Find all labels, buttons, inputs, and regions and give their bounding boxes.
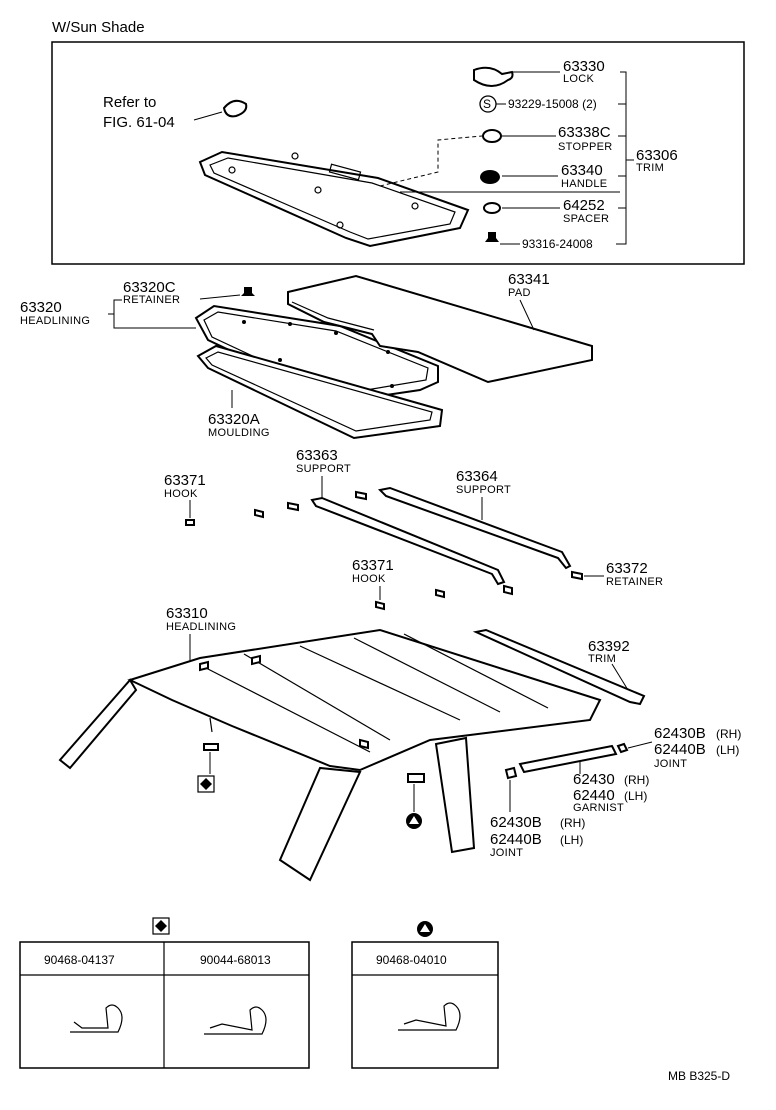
part-62440-name: GARNIST <box>573 802 624 814</box>
part-63340-name: HANDLE <box>561 178 607 190</box>
refer-line2: FIG. 61-04 <box>103 114 175 131</box>
table-diamond-marker-icon <box>155 920 167 932</box>
sunshade-title: W/Sun Shade <box>52 19 145 36</box>
table-triangle-marker-icon <box>420 924 430 932</box>
screw-symbol-letter: S <box>483 97 491 111</box>
part-62430-side: (RH) <box>624 773 649 787</box>
diamond-marker-icon <box>200 778 212 790</box>
part-63320C-number: 63320C <box>123 279 176 296</box>
triangle-marker-icon <box>409 816 419 824</box>
clip-triangle-part-icon <box>407 773 425 783</box>
pad-icon <box>287 274 593 384</box>
hook-a3-icon <box>287 501 299 512</box>
sunshade-knob-icon <box>222 99 248 118</box>
part-63392-name: TRIM <box>588 653 616 665</box>
support-63364-icon <box>377 486 572 570</box>
hook-b1-icon <box>375 600 385 611</box>
part-63330-number: 63330 <box>563 58 605 75</box>
part-93229-number: 93229-15008 (2) <box>508 97 597 111</box>
part-63320A-name: MOULDING <box>208 427 270 439</box>
part-62440B-bot-number: 62440B <box>490 831 542 848</box>
retainer-63372-icon <box>571 570 583 581</box>
part-63363-number: 63363 <box>296 447 338 464</box>
lock-icon <box>473 66 514 87</box>
refer-leader <box>193 111 223 121</box>
main-headlining-icon <box>58 628 602 882</box>
spacer-icon <box>483 202 501 214</box>
clip-90468-04010-icon <box>398 1002 461 1031</box>
clip-diamond-part-icon <box>203 743 219 751</box>
part-63364-number: 63364 <box>456 468 498 485</box>
joint-top-icon <box>616 742 629 754</box>
part-62440B-top-name: JOINT <box>654 758 687 770</box>
pillar-garnish-icon <box>434 736 476 854</box>
part-62430B-bot-side: (RH) <box>560 816 585 830</box>
sunshade-box <box>51 41 745 265</box>
part-62440B-top-side: (LH) <box>716 743 739 757</box>
support-end-icon <box>503 584 513 596</box>
part-63320-number: 63320 <box>20 299 62 316</box>
moulding-icon <box>196 344 444 440</box>
part-62430B-top-side: (RH) <box>716 727 741 741</box>
hook-a2-icon <box>254 508 264 519</box>
garnish-62430-icon <box>518 744 618 774</box>
hook-b0-icon <box>355 490 367 501</box>
trim-bracket <box>616 71 627 245</box>
hook-a1-icon <box>185 519 195 526</box>
clip-90468-04137-icon <box>70 1004 123 1033</box>
part-62430B-bot-number: 62430B <box>490 814 542 831</box>
part-63364-name: SUPPORT <box>456 484 511 496</box>
part-93316-number: 93316-24008 <box>522 237 593 251</box>
clip-table-triangle <box>351 941 499 1069</box>
joint-bottom-icon <box>504 766 518 780</box>
part-63310-name: HEADLINING <box>166 621 236 633</box>
part-62440B-bot-name: JOINT <box>490 847 523 859</box>
sunshade-dash-leader <box>379 135 483 187</box>
part-63310-number: 63310 <box>166 605 208 622</box>
part-62440B-bot-side: (LH) <box>560 833 583 847</box>
hook-b2-icon <box>435 588 445 599</box>
part-63306-number: 63306 <box>636 147 678 164</box>
part-63306-name: TRIM <box>636 162 664 174</box>
part-63363-name: SUPPORT <box>296 463 351 475</box>
trim-63392-icon <box>472 628 646 706</box>
part-63341-name: PAD <box>508 287 531 299</box>
part-62440-number: 62440 <box>573 787 615 804</box>
stopper-icon <box>482 129 502 143</box>
clip-90044-68013-icon <box>204 1006 267 1035</box>
part-63372-name: RETAINER <box>606 576 663 588</box>
part-63340-number: 63340 <box>561 162 603 179</box>
part-63338C-name: STOPPER <box>558 141 612 153</box>
sunshade-panel-icon <box>198 150 470 248</box>
part-64252-number: 64252 <box>563 197 605 214</box>
part-63320-name: HEADLINING <box>20 315 90 327</box>
clip-part-90468-04137: 90468-04137 <box>44 953 115 967</box>
part-63338C-number: 63338C <box>558 124 611 141</box>
part-63341-number: 63341 <box>508 271 550 288</box>
handle-icon <box>480 170 500 184</box>
clip-part-90468-04010: 90468-04010 <box>376 953 447 967</box>
part-63371b-name: HOOK <box>352 573 386 585</box>
part-62430-number: 62430 <box>573 771 615 788</box>
part-63372-number: 63372 <box>606 560 648 577</box>
part-63330-name: LOCK <box>563 73 595 85</box>
part-63371b-number: 63371 <box>352 557 394 574</box>
part-62430B-top-number: 62430B <box>654 725 706 742</box>
clip-part-90044-68013: 90044-68013 <box>200 953 271 967</box>
part-63320A-number: 63320A <box>208 411 260 428</box>
part-62440-side: (LH) <box>624 789 647 803</box>
support-63363-icon <box>310 496 506 586</box>
retainer-clip-icon <box>241 287 255 296</box>
part-63371a-number: 63371 <box>164 472 206 489</box>
part-63371a-name: HOOK <box>164 488 198 500</box>
diagram-code: MB B325-D <box>668 1069 730 1083</box>
bolt-icon <box>485 232 499 242</box>
headlining-panel-icon <box>194 304 439 404</box>
part-62440B-top-number: 62440B <box>654 741 706 758</box>
part-63320C-name: RETAINER <box>123 294 180 306</box>
part-64252-name: SPACER <box>563 213 609 225</box>
part-63392-number: 63392 <box>588 638 630 655</box>
refer-line1: Refer to <box>103 94 156 111</box>
